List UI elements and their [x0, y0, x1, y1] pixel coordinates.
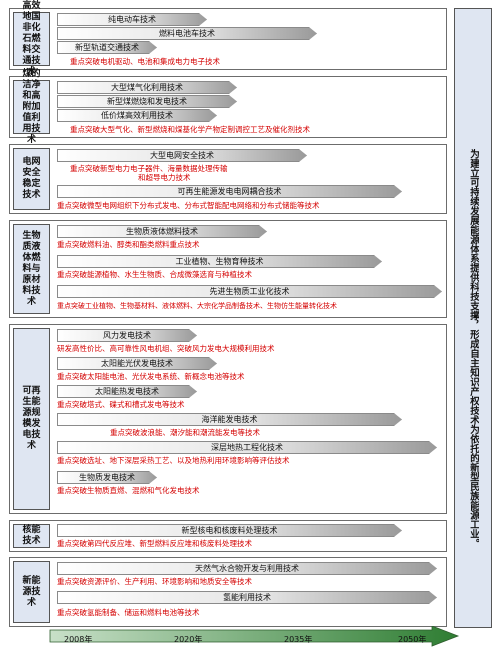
- summary-box: 为建立可持续发展能源体系提供科技支撑，形成自主知识产权技术为依托的新型民族能源工…: [454, 8, 492, 628]
- section-biomass: 生物质液体燃料与原材料技术 生物质液体燃料技术 重点突破燃料油、醇类和酯类燃料重…: [9, 220, 447, 318]
- key-point-note: 重点突破第四代反应堆、新型燃料反应堆和核废料处理技术: [57, 539, 252, 548]
- category-label: 煤的洁净和高附加值利用技术: [13, 69, 50, 145]
- section-traffic: 高效地国非化石燃料交通技术 纯电动车技术 燃料电池车技术 新型轨道交通技术 重点…: [9, 1, 447, 77]
- tech-bar: 燃料电池车技术: [57, 27, 317, 40]
- key-point-note: 重点突破波浪能、潮汐能和潮流能发电等技术: [110, 428, 260, 437]
- tech-bar: 可再生能源发电电网耦合技术: [57, 185, 402, 198]
- timeline-label: 2008年: [64, 635, 93, 644]
- tech-bar: 太阳能光伏发电技术: [57, 357, 217, 370]
- tech-bar: 氢能利用技术: [57, 591, 437, 604]
- section-grid: 电网安全稳定技术 大型电网安全技术 重点突破新型电力电子器件、海量数据处理传输 …: [9, 144, 447, 214]
- key-point-note: 重点突破资源评价、生产利用、环境影响和地质安全等技术: [57, 577, 252, 586]
- tech-bar: 深层地热工程化技术: [57, 441, 437, 454]
- category-label: 电网安全稳定技术: [13, 148, 50, 210]
- tech-bar: 风力发电技术: [57, 329, 197, 342]
- key-point-note: 研发高性价比、高可靠性风电机组、突破风力发电大规模利用技术: [57, 344, 275, 353]
- key-point-note: 重点突破氢能制备、储运和燃料电池等技术: [57, 608, 200, 617]
- category-label: 可再生能源规模发电技术: [13, 328, 50, 510]
- tech-bar: 工业植物、生物育种技术: [57, 255, 382, 268]
- category-label: 新能源技术: [13, 561, 50, 623]
- key-point-note: 重点突破生物质直燃、混燃和气化发电技术: [57, 486, 200, 495]
- tech-bar: 海洋能发电技术: [57, 413, 402, 426]
- tech-bar: 新型轨道交通技术: [57, 41, 157, 54]
- tech-bar: 生物质发电技术: [57, 471, 157, 484]
- timeline-label: 2050年: [398, 635, 427, 644]
- key-point-note: 重点突破电机驱动、电池和集成电力电子技术: [70, 57, 220, 66]
- key-point-note: 重点突破燃料油、醇类和酯类燃料重点技术: [57, 240, 200, 249]
- category-label: 高效地国非化石燃料交通技术: [13, 1, 50, 77]
- section-renewable: 可再生能源规模发电技术 风力发电技术 研发高性价比、高可靠性风电机组、突破风力发…: [9, 324, 447, 514]
- key-point-note: 重点突破微型电网组织下分布式发电、分布式智能配电网络和分布式储能等技术: [57, 201, 320, 210]
- tech-bar: 生物质液体燃料技术: [57, 225, 267, 238]
- category-label: 核能技术: [13, 524, 50, 548]
- key-point-note: 重点突破塔式、碟式和槽式发电等技术: [57, 400, 185, 409]
- tech-bar: 新型煤燃烧和发电技术: [57, 95, 237, 108]
- tech-bar: 大型电网安全技术: [57, 149, 307, 162]
- tech-bar: 纯电动车技术: [57, 13, 207, 26]
- tech-bar: 新型核电和核废料处理技术: [57, 524, 402, 537]
- tech-bar: 先进生物质工业化技术: [57, 285, 442, 298]
- key-point-note: 和超导电力技术: [138, 173, 191, 182]
- key-point-note: 重点突破能源植物、水生生物质、合成微藻选育与种植技术: [57, 270, 252, 279]
- timeline-arrow: [49, 626, 460, 647]
- section-nuclear: 核能技术 新型核电和核废料处理技术 重点突破第四代反应堆、新型燃料反应堆和核废料…: [9, 520, 447, 552]
- timeline-label: 2020年: [174, 635, 203, 644]
- summary-text: 为建立可持续发展能源体系提供科技支撑，形成自主知识产权技术为依托的新型民族能源工…: [468, 149, 479, 548]
- tech-bar: 天然气水合物开发与利用技术: [57, 562, 437, 575]
- tech-bar: 大型煤气化利用技术: [57, 81, 237, 94]
- tech-bar: 低价煤高效利用技术: [57, 109, 217, 122]
- timeline-label: 2035年: [284, 635, 313, 644]
- category-label: 生物质液体燃料与原材料技术: [13, 224, 50, 314]
- key-point-note: 重点突破工业植物、生物基材料、液体燃料、大宗化学品制备技术、生物仿生能量转化技术: [57, 302, 337, 310]
- key-point-note: 重点突破新型电力电子器件、海量数据处理传输: [70, 164, 228, 173]
- tech-bar: 太阳能热发电技术: [57, 385, 197, 398]
- key-point-note: 重点突破大型气化、新型燃烧和煤基化学产物定制调控工艺及催化剂技术: [70, 125, 310, 134]
- key-point-note: 重点突破太阳能电池、光伏发电系统、新概念电池等技术: [57, 372, 245, 381]
- section-coal: 煤的洁净和高附加值利用技术 大型煤气化利用技术 新型煤燃烧和发电技术 低价煤高效…: [9, 69, 447, 145]
- key-point-note: 重点突破选址、地下深层采热工艺、以及地热利用环境影响等评估技术: [57, 456, 290, 465]
- section-new-energy: 新能源技术 天然气水合物开发与利用技术 重点突破资源评价、生产利用、环境影响和地…: [9, 557, 447, 627]
